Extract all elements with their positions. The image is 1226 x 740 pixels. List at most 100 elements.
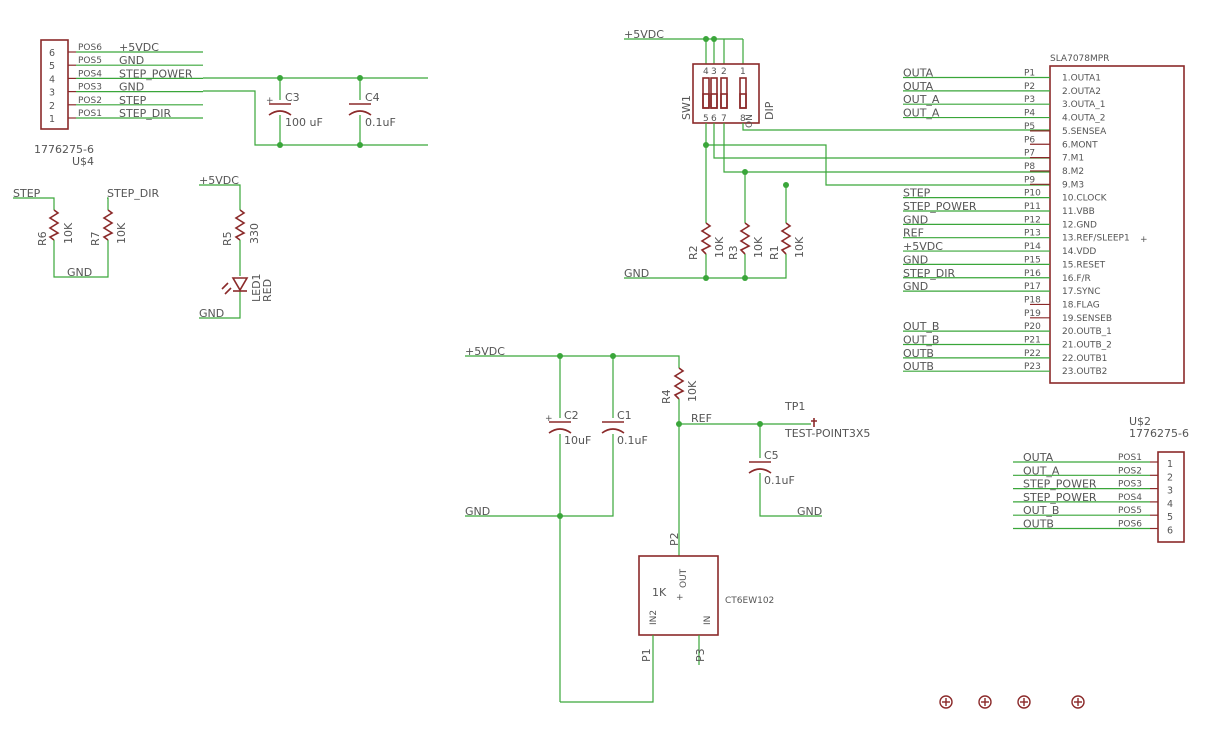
wire-m2 — [723, 123, 1050, 173]
resistor-r6[interactable]: R6 10K — [36, 209, 75, 246]
driver-pin-pad: P23 — [1024, 362, 1041, 372]
dip-switch-pin-number: 2 — [721, 67, 727, 77]
capacitor-c1[interactable]: C1 0.1uF — [601, 409, 648, 447]
capacitor-c5[interactable]: C5 0.1uF — [748, 449, 795, 487]
driver-pin-name: 15.RESET — [1062, 260, 1106, 270]
resistor-r3[interactable]: R3 10K — [727, 222, 765, 260]
connector-u2-pin-pad: POS2 — [1118, 466, 1142, 476]
net-label: GND — [119, 81, 144, 94]
dip-switch-slider[interactable] — [720, 77, 728, 109]
net-label: STEP — [119, 94, 147, 107]
net-label-gnd: GND — [67, 266, 92, 279]
resistor-r7[interactable]: R7 10K — [89, 209, 128, 246]
connector-u4-pin-pad: POS2 — [78, 96, 102, 106]
connector-u4-pin-number: 3 — [49, 88, 55, 99]
led-1-ref: LED1 — [250, 273, 263, 302]
connector-u2-pin-number: 6 — [1167, 526, 1173, 537]
dip-switch-slider[interactable] — [710, 77, 718, 109]
connector-u2-body — [1157, 451, 1185, 543]
junction — [703, 36, 709, 42]
capacitor-c3[interactable]: + C3 100 uF — [266, 91, 323, 129]
connector-u4-pin-number: 6 — [49, 48, 55, 59]
test-point-tp1[interactable]: TP1 TEST-POINT3X5 — [784, 400, 870, 440]
net-label: GND — [903, 253, 928, 266]
connector-u2-part: 1776275-6 — [1129, 427, 1189, 440]
dip-switch-slider[interactable] — [739, 77, 747, 109]
dip-switch-pin-number: 7 — [721, 114, 727, 124]
resistor-r5[interactable]: R5 330 — [221, 209, 261, 246]
dip-switch-knob — [702, 93, 710, 109]
driver-pin-pad: P11 — [1024, 202, 1041, 212]
driver-ic-marker: + — [1140, 235, 1148, 245]
driver-pin-pad: P5 — [1024, 122, 1035, 132]
capacitor-c4[interactable]: C4 0.1uF — [348, 91, 396, 129]
net-label: OUTB — [903, 347, 934, 360]
resistor-r6-value: 10K — [62, 222, 75, 244]
wire-led-gnd — [199, 291, 241, 319]
connector-u2-pin-number: 4 — [1167, 499, 1173, 510]
net-label: OUT_B — [903, 334, 939, 347]
driver-pin-pad: P19 — [1024, 309, 1041, 319]
capacitor-c2-ref: C2 — [564, 409, 579, 422]
resistor-r2[interactable]: R2 10K — [687, 222, 726, 260]
driver-pin-name: 1.OUTA1 — [1062, 74, 1101, 84]
mounting-hole-icon — [1017, 695, 1031, 709]
dip-switch-pin-number: 4 — [703, 67, 709, 77]
driver-pin-pad: P16 — [1024, 269, 1041, 279]
svg-text:+: + — [545, 414, 553, 424]
test-point-value: TEST-POINT3X5 — [784, 427, 870, 440]
connector-u4-pin-pad: POS1 — [78, 109, 102, 119]
capacitor-c2-value: 10uF — [564, 434, 591, 447]
connector-u2-pin-pad: POS1 — [1118, 453, 1142, 463]
potentiometer-value: 1K — [652, 586, 667, 599]
led-indicator: +5VDC GND R5 330 LED1 RED — [199, 174, 274, 320]
potentiometer-in: IN — [703, 616, 713, 625]
wire-m3 — [705, 123, 1050, 186]
junction — [676, 421, 682, 427]
net-label: GND — [903, 213, 928, 226]
resistor-r2-value: 10K — [713, 236, 726, 258]
dip-switch-knob — [739, 93, 747, 109]
connector-u4-part: 1776275-6 — [34, 143, 94, 156]
connector-u4-pin-number: 5 — [49, 61, 55, 72]
junction — [703, 142, 709, 148]
junction — [557, 353, 563, 359]
net-label: +5VDC — [903, 240, 943, 253]
wire-ref-vdc — [465, 355, 680, 368]
potentiometer-in2: IN2 — [649, 610, 659, 625]
resistor-r5-ref: R5 — [221, 231, 234, 246]
resistor-r4[interactable]: R4 10K — [660, 367, 699, 404]
driver-pin-pad: P3 — [1024, 95, 1035, 105]
net-label-ref: REF — [691, 412, 712, 425]
capacitor-c1-ref: C1 — [617, 409, 632, 422]
driver-pin-pad: P1 — [1024, 69, 1035, 79]
junction — [357, 75, 363, 81]
led-1[interactable]: LED1 RED — [221, 273, 274, 302]
driver-pin-pad: P9 — [1024, 175, 1035, 185]
driver-pin-name: 18.FLAG — [1062, 300, 1100, 310]
wire-ref-gnd — [465, 434, 614, 517]
driver-pin-pad: P4 — [1024, 109, 1035, 119]
junction — [557, 513, 563, 519]
net-label-gnd: GND — [797, 505, 822, 518]
dip-switch-slider[interactable] — [702, 77, 710, 109]
net-label-step-dir: STEP_DIR — [107, 187, 159, 200]
capacitor-c2[interactable]: + C2 10uF — [545, 409, 591, 447]
driver-pin-name: 9.M3 — [1062, 180, 1084, 190]
potentiometer-ct6ew102[interactable]: CT6EW102 1K + OUT IN IN2 P2 P1 P3 — [638, 532, 774, 665]
potentiometer-out: OUT — [679, 568, 689, 588]
junction — [742, 169, 748, 175]
mounting-hole-icon — [939, 695, 953, 709]
net-label: STEP_POWER — [119, 67, 193, 80]
connector-u2-pin-pad: POS3 — [1118, 480, 1142, 490]
net-label-gnd: GND — [199, 307, 224, 320]
resistor-r1[interactable]: R1 10K — [768, 222, 806, 260]
driver-pin-name: 8.M2 — [1062, 167, 1084, 177]
resistor-r4-ref: R4 — [660, 389, 673, 404]
net-label: OUT_A — [903, 107, 940, 120]
